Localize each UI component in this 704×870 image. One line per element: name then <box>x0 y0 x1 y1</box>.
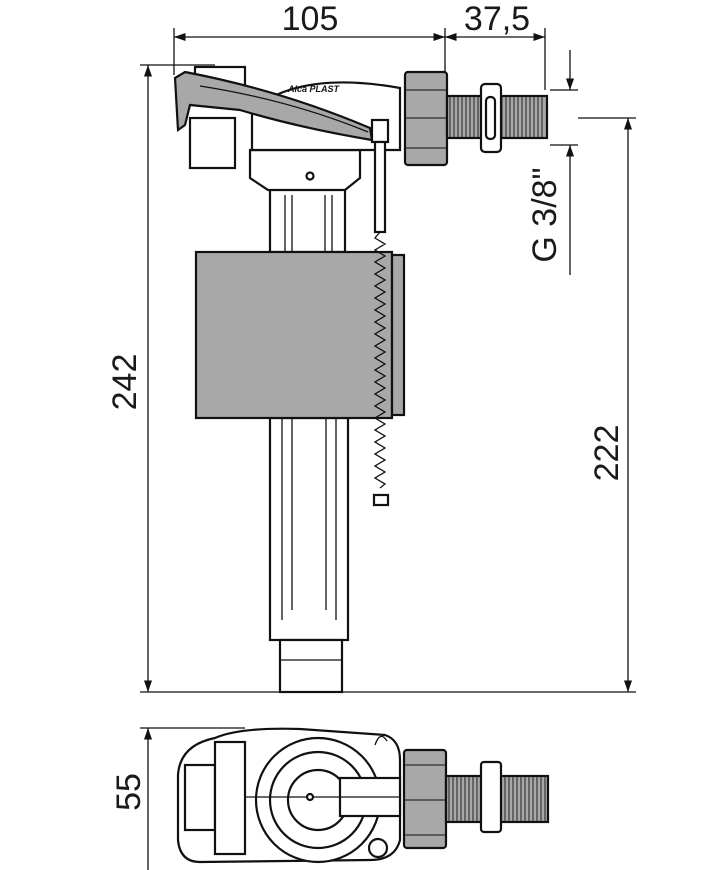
dimension-height-total: 242 <box>106 64 290 693</box>
dim-label-55: 55 <box>110 773 148 811</box>
dimension-width-top: 105 37,5 <box>173 0 546 90</box>
dimension-thread: G 3/8" <box>526 50 578 275</box>
valve-side-view: Alca PLAST <box>173 65 549 694</box>
brand-logo: Alca PLAST <box>287 84 341 94</box>
dim-label-105: 105 <box>282 0 339 38</box>
dim-label-thread: G 3/8" <box>526 167 564 262</box>
dim-label-37-5: 37,5 <box>464 0 530 38</box>
dimension-depth: 55 <box>110 727 245 870</box>
dim-label-242: 242 <box>106 354 144 411</box>
dim-label-222: 222 <box>588 425 626 482</box>
valve-plan-view <box>176 727 550 864</box>
dimension-height-inlet: 222 <box>290 117 636 693</box>
